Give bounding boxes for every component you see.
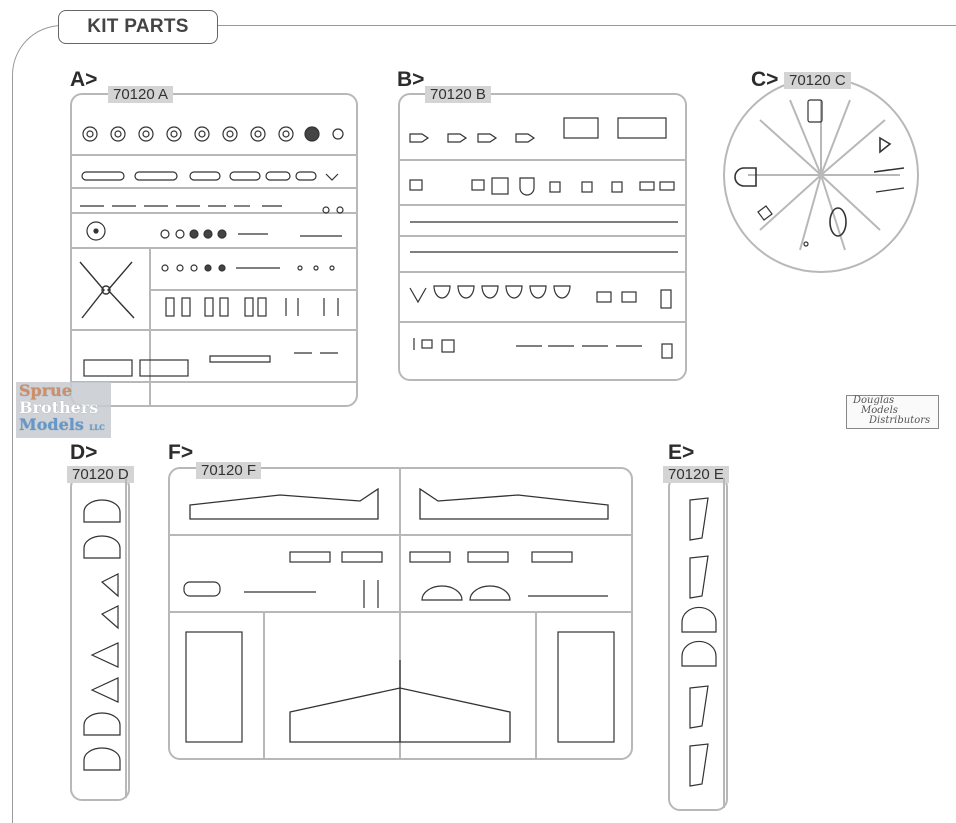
sprue-f-frame [168,467,633,760]
sprue-a-frame [70,93,358,407]
page-title: KIT PARTS [58,10,218,44]
sprue-b-code: 70120 B [425,86,491,103]
sprue-d-code: 70120 D [67,466,134,483]
sprue-f-code: 70120 F [196,462,262,479]
page-frame-left [12,80,13,823]
sprue-f-letter: F> [168,441,194,464]
sprue-a-code: 70120 A [108,86,174,103]
sprue-e-code: 70120 E [663,466,729,483]
sprue-c-code: 70120 C [784,72,851,89]
sprue-d-letter: D> [70,441,98,464]
sprue-brothers-logo: Sprue Brothers Models LLC [16,382,111,438]
douglas-models-logo: Douglas Models Distributors [846,395,939,429]
sprue-e-letter: E> [668,441,695,464]
page-frame-top [216,25,956,26]
a-wheels [82,126,344,142]
sprue-c-letter: C> [751,68,779,91]
a-propeller [79,261,135,319]
sprue-a-letter: A> [70,68,98,91]
sprue-b-letter: B> [397,68,425,91]
